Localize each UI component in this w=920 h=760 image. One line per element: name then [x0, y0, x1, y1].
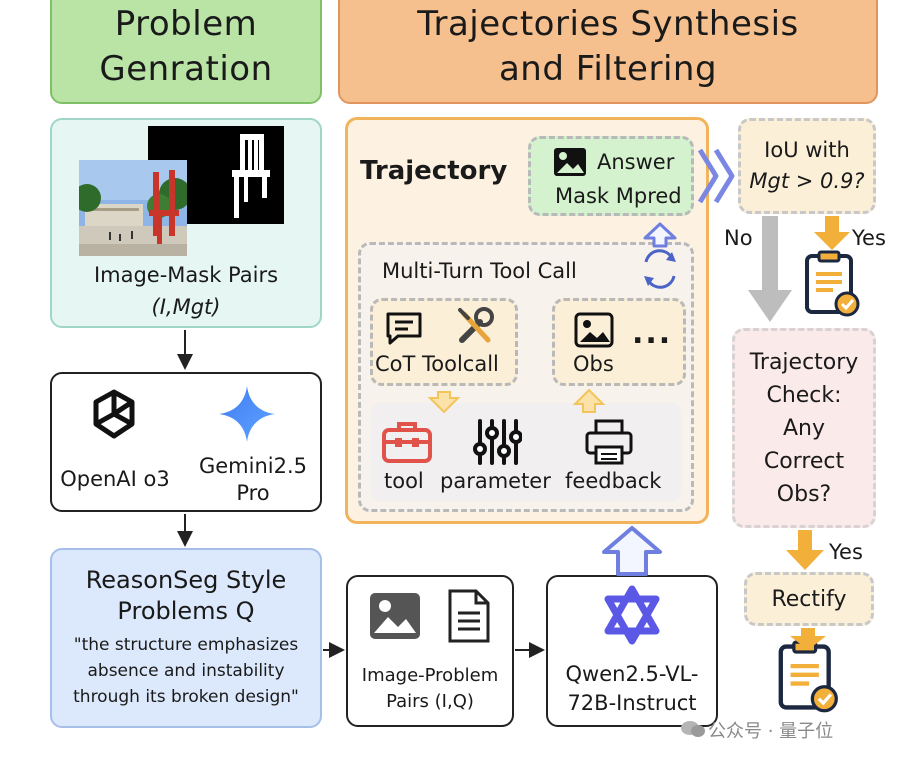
- trajectory-check-box: Trajectory Check: Any Correct Obs?: [732, 328, 876, 528]
- synthesis-header: Trajectories Synthesis and Filtering: [338, 0, 878, 104]
- obs-box: [552, 298, 686, 386]
- header-text: Trajectories Synthesis and Filtering: [417, 4, 799, 89]
- tool-label: tool: [384, 469, 424, 493]
- chat-icon: [386, 312, 422, 345]
- iou-line2: Mgt > 0.9?: [749, 169, 865, 193]
- qwen-icon: [604, 585, 660, 645]
- yes-label-2: Yes: [829, 540, 863, 564]
- chevron-answer-to-iou: [697, 148, 735, 204]
- toolbox-icon: [382, 422, 432, 463]
- reasonseg-title: ReasonSeg Style: [85, 566, 287, 595]
- reasonseg-box: ReasonSeg Style Problems Q "the structur…: [50, 548, 322, 728]
- cycle-arrowhead-2: [644, 276, 654, 286]
- arrow-feedback-to-obs: [572, 388, 606, 413]
- watermark: 公众号 · 量子位: [708, 721, 834, 742]
- image-mask-box: Image-Mask Pairs (I,Mgt): [50, 118, 322, 328]
- problem-generation-header: Problem Genration: [50, 0, 322, 104]
- iou-box: IoU with Mgt > 0.9?: [738, 118, 876, 214]
- cycle-arrowhead-1: [666, 252, 676, 262]
- answer-line2: Mask Mpred: [555, 184, 682, 208]
- check-doc-icon-1: [805, 250, 860, 317]
- parameter-label: parameter: [440, 469, 551, 493]
- multi-turn-label: Multi-Turn Tool Call: [382, 259, 577, 283]
- iou-line1: IoU with: [764, 137, 850, 162]
- obs-label: Obs: [573, 352, 614, 376]
- reasonseg-example: "the structure emphasizes absence and in…: [73, 634, 299, 708]
- document-icon: [448, 589, 490, 643]
- arrow-yes-2: [786, 530, 824, 570]
- answer-line1: Answer: [597, 150, 675, 174]
- rectify-label: Rectify: [771, 586, 847, 612]
- sliders-icon: [473, 419, 522, 465]
- openai-icon: [93, 389, 135, 439]
- qwen-label: Qwen2.5-VL-72B-Instruct: [565, 661, 699, 715]
- image-mask-formula: (I,Mgt): [151, 295, 221, 319]
- gemini-icon: [219, 386, 275, 442]
- image-problem-label: Image-Problem Pairs (I,Q): [361, 664, 499, 712]
- no-label: No: [724, 226, 753, 250]
- trajectory-check-label: Trajectory Check: Any Correct Obs?: [749, 349, 859, 507]
- openai-label: OpenAI o3: [60, 467, 170, 492]
- arrow-cot-to-tool: [427, 391, 461, 414]
- chair-silhouette: [232, 134, 270, 218]
- cot-toolcall-box: [370, 298, 518, 386]
- arrow-multiturn-to-answer: [643, 222, 677, 248]
- watermark-logo-icon: [681, 721, 705, 737]
- wrench-screwdriver-icon: [458, 307, 494, 343]
- header-text: Problem Genration: [99, 4, 273, 89]
- models-box: OpenAI o3 Gemini2.5 Pro: [50, 372, 322, 512]
- reasonseg-subtitle: Problems Q: [117, 597, 255, 626]
- obs-image-icon: [574, 312, 614, 348]
- rectify-box: Rectify: [744, 572, 874, 626]
- image-icon: [370, 593, 420, 639]
- cot-toolcall-label: CoT Toolcall: [375, 352, 499, 376]
- arrow-yes-1: [814, 216, 850, 250]
- arrow-qwen-to-trajectory: [602, 526, 662, 576]
- yes-label-1: Yes: [852, 226, 886, 250]
- gemini-label: Gemini2.5 Pro: [198, 453, 308, 505]
- arrow-rectify-to-doc: [790, 628, 826, 650]
- qwen-box: Qwen2.5-VL-72B-Instruct: [546, 575, 718, 727]
- image-mask-label: Image-Mask Pairs: [93, 263, 279, 287]
- scene-photo: [79, 160, 187, 256]
- answer-image-icon: [554, 148, 586, 176]
- arrow-no: [748, 216, 792, 322]
- feedback-label: feedback: [565, 469, 662, 493]
- trajectory-title: Trajectory: [360, 156, 508, 186]
- image-problem-box: Image-Problem Pairs (I,Q): [346, 575, 514, 727]
- obs-ellipsis: ...: [632, 316, 673, 351]
- printer-icon: [585, 419, 633, 465]
